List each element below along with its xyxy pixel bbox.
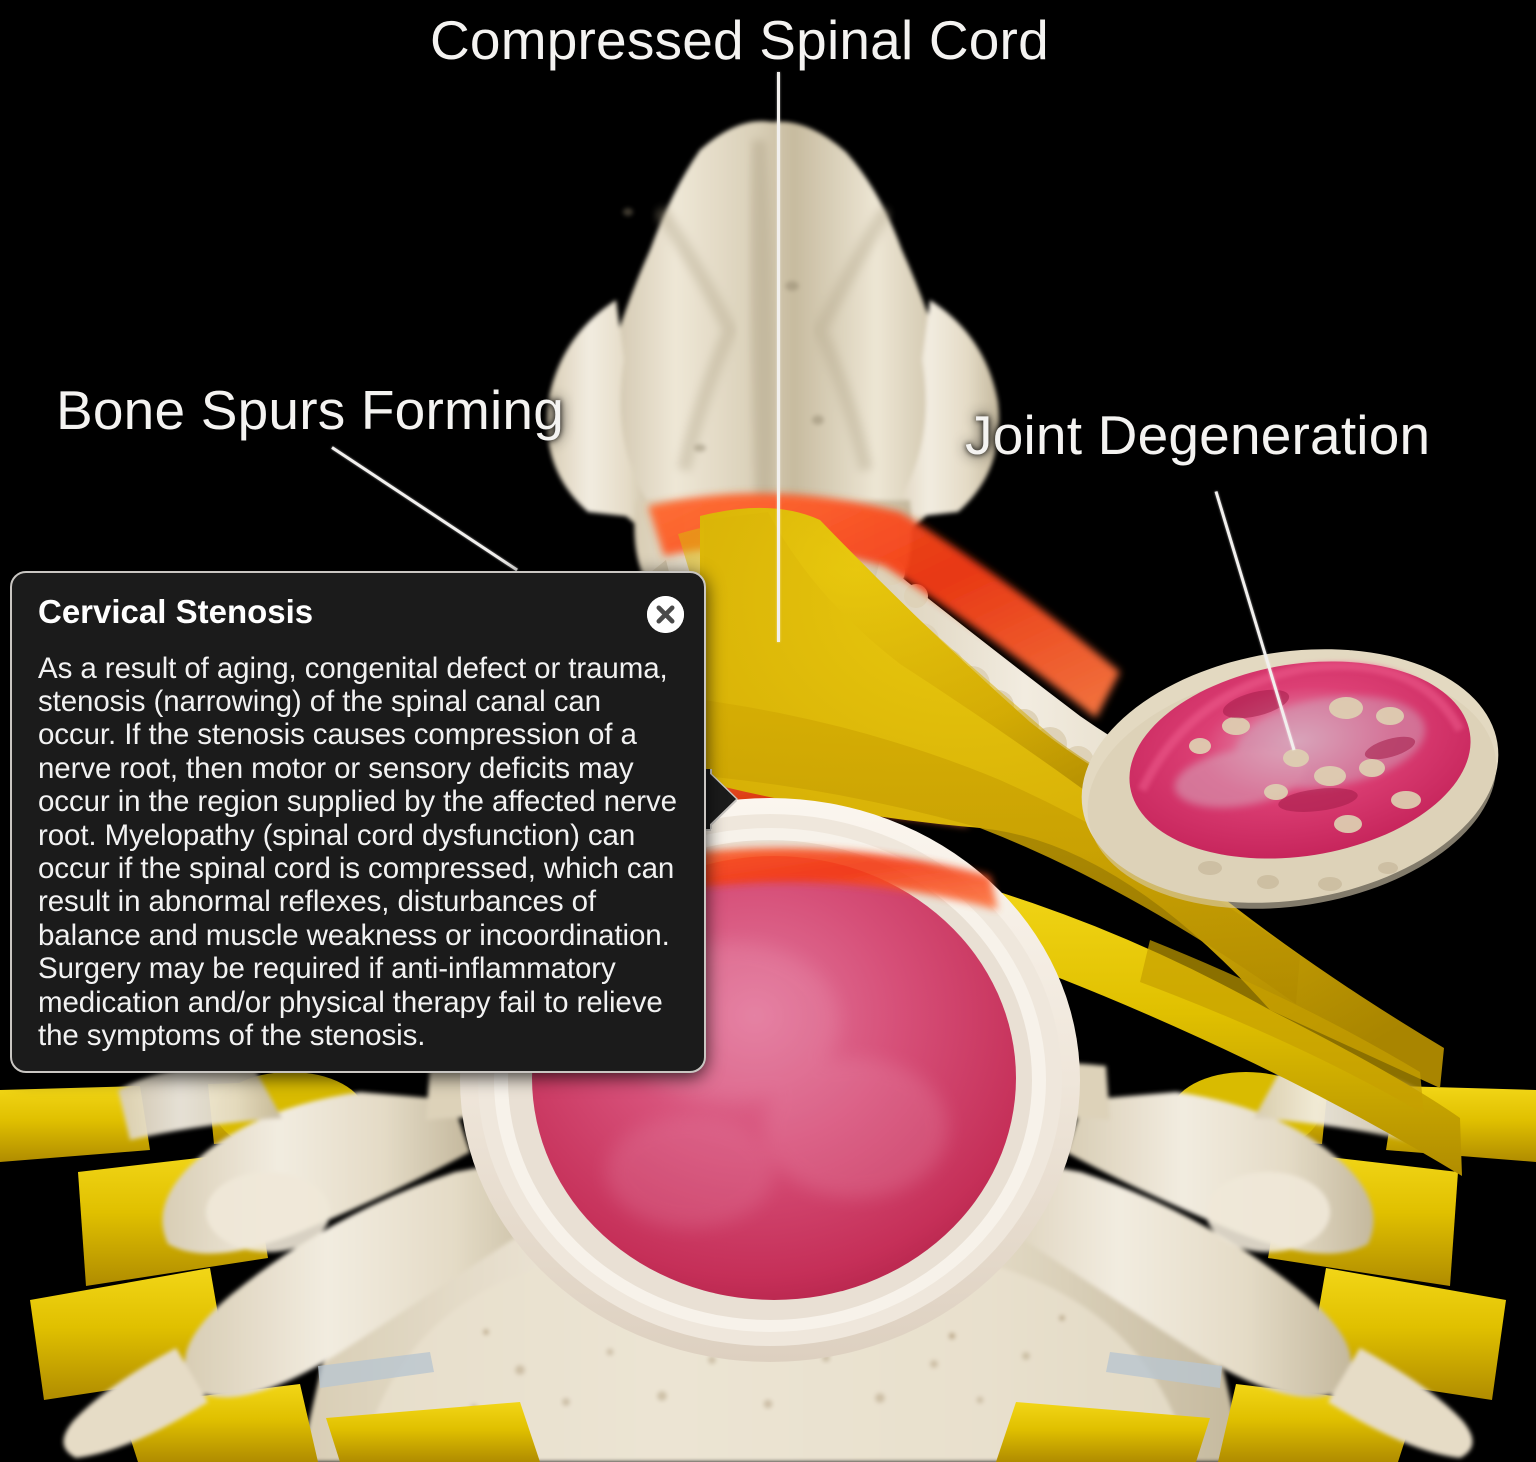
- compressed-spinal-cord: [678, 507, 1462, 1176]
- annotation-label-joint-degeneration: Joint Degeneration: [965, 404, 1431, 466]
- intervertebral-disc: [460, 798, 1080, 1362]
- transverse-process-left: [63, 1060, 590, 1458]
- transverse-process-right: [946, 1060, 1473, 1458]
- leader-line-compressed-spinal-cord: [777, 72, 780, 642]
- close-icon[interactable]: [647, 596, 684, 633]
- callout-title: Cervical Stenosis: [38, 593, 314, 630]
- annotation-label-bone-spurs-forming: Bone Spurs Forming: [56, 379, 564, 441]
- annotation-label-compressed-spinal-cord: Compressed Spinal Cord: [430, 9, 1049, 71]
- callout-pointer-tail: [702, 769, 736, 829]
- callout-body-text: As a result of aging, congenital defect …: [38, 651, 677, 1052]
- facet-joint-degenerated: [1081, 649, 1499, 909]
- ligament-slivers: [318, 1352, 1222, 1388]
- info-callout-panel: Cervical Stenosis As a result of aging, …: [10, 571, 706, 1073]
